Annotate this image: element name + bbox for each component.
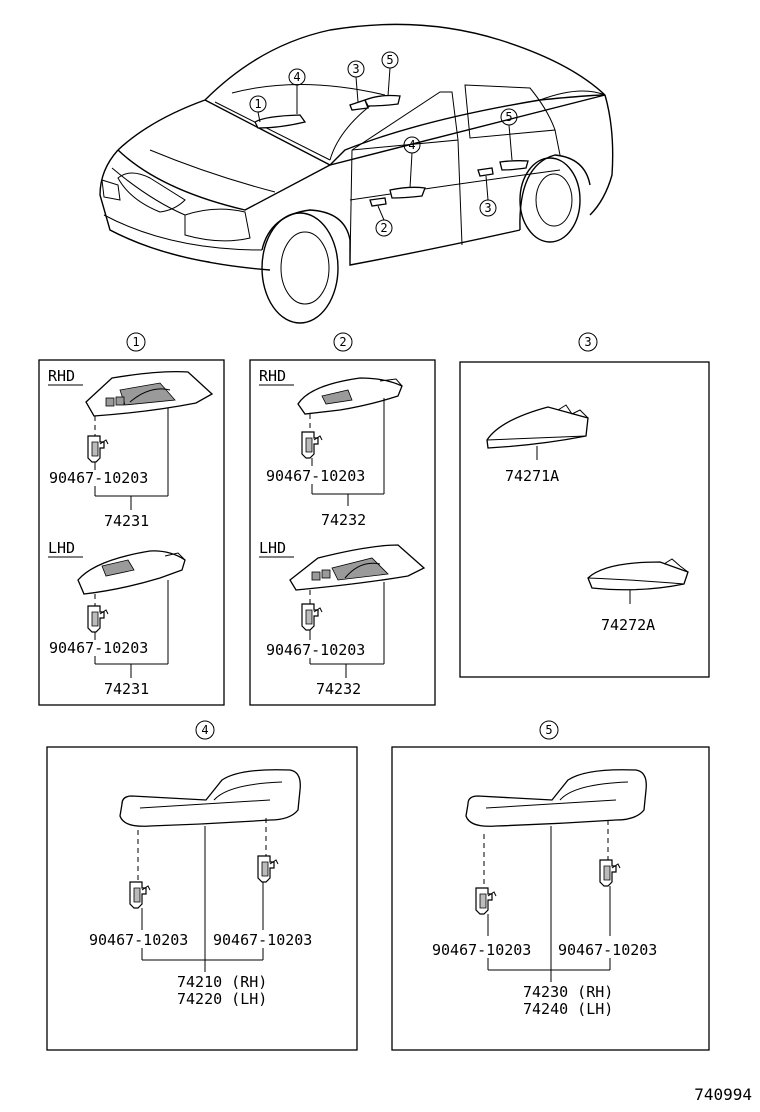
panel2-callout: 2: [339, 335, 346, 349]
panel3-part-b: 74272A: [587, 558, 689, 634]
panel4-part-lh-number: 74220 (LH): [177, 990, 267, 1008]
panel5-clip-left-number: 90467-10203: [432, 941, 531, 959]
panel3-part-a: 74271A: [486, 404, 589, 485]
panel5-clip-right-number: 90467-10203: [558, 941, 657, 959]
panel1-lhd-part-number: 74231: [104, 680, 149, 698]
panel5-callout: 5: [545, 723, 552, 737]
car-callout-3-door: 3: [484, 201, 491, 215]
panel4-callout: 4: [201, 723, 208, 737]
figure-code: 740994: [694, 1085, 752, 1104]
car-callout-4-door: 4: [408, 138, 415, 152]
panel1-callout: 1: [132, 335, 139, 349]
clip-icon: [301, 603, 323, 631]
panel1-rhd: RHD 90467-10203 74231: [48, 367, 214, 530]
car-callout-5: 5: [386, 53, 393, 67]
panel4-clip-right-number: 90467-10203: [213, 931, 312, 949]
clip-icon: [599, 859, 621, 887]
panel2-rhd-part-number: 74232: [321, 511, 366, 529]
panel2-rhd-clip-number: 90467-10203: [266, 467, 365, 485]
panel2-lhd-clip-number: 90467-10203: [266, 641, 365, 659]
panel2-lhd-part-number: 74232: [316, 680, 361, 698]
panel1-lhd-clip-number: 90467-10203: [49, 639, 148, 657]
panel4-grab-handle: 90467-10203 90467-10203 74210 (RH) 74220…: [89, 769, 312, 1008]
panel1-rhd-clip-number: 90467-10203: [49, 469, 148, 487]
car-callout-4: 4: [293, 70, 300, 84]
panel1-rhd-part-number: 74231: [104, 512, 149, 530]
clip-icon: [475, 887, 497, 915]
panel2-box: [249, 359, 436, 706]
panel1-lhd: LHD 90467-10203 74231: [48, 539, 186, 698]
clip-icon: [301, 431, 323, 459]
panel2-lhd-label: LHD: [259, 539, 286, 557]
panel1-lhd-label: LHD: [48, 539, 75, 557]
car-callout-5-door: 5: [505, 110, 512, 124]
panel1-box: [38, 359, 225, 706]
panel5-grab-handle: 90467-10203 90467-10203 74230 (RH) 74240…: [432, 769, 657, 1018]
panel3-box: [459, 361, 710, 678]
panel5-part-lh-number: 74240 (LH): [523, 1000, 613, 1018]
car-illustration: [99, 23, 614, 324]
clip-icon: [129, 881, 151, 909]
panel2-rhd: RHD 90467-10203 74232: [259, 367, 403, 529]
panel2-lhd: LHD 90467-10203 74232: [259, 539, 426, 698]
panel3-callout: 3: [584, 335, 591, 349]
panel5-box: [391, 746, 710, 1051]
car-callout-2: 2: [380, 221, 387, 235]
panel4-box: [46, 746, 358, 1051]
car-callout-1: 1: [254, 97, 261, 111]
panel3-part-b-number: 74272A: [601, 616, 655, 634]
panel1-rhd-label: RHD: [48, 367, 75, 385]
panel2-rhd-label: RHD: [259, 367, 286, 385]
clip-icon: [257, 855, 279, 883]
panel3-part-a-number: 74271A: [505, 467, 559, 485]
panel5-part-rh-number: 74230 (RH): [523, 983, 613, 1001]
clip-icon: [87, 605, 109, 633]
car-callout-3: 3: [352, 62, 359, 76]
panel4-clip-left-number: 90467-10203: [89, 931, 188, 949]
clip-icon: [87, 435, 109, 463]
panel4-part-rh-number: 74210 (RH): [177, 973, 267, 991]
car-callouts: 1 4 3 5 4 2 5 3: [249, 51, 518, 237]
